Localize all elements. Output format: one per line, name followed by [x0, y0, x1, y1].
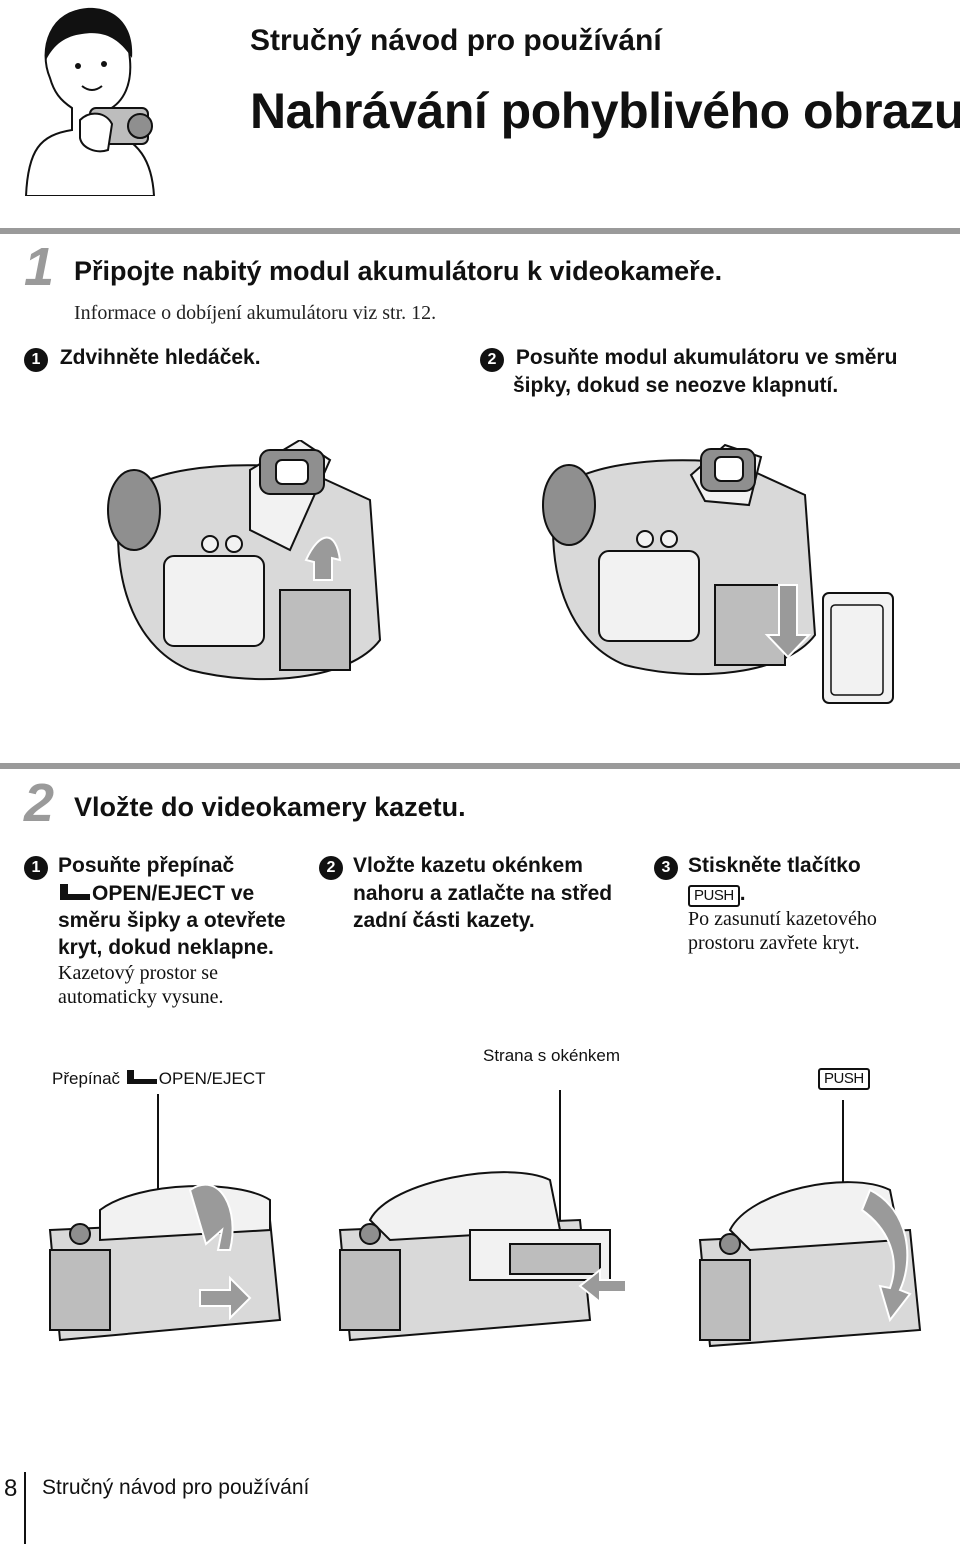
callout-text: OPEN/EJECT [158, 1069, 266, 1088]
camcorder-insert-cassette-illustration [338, 1171, 627, 1342]
callout-push: PUSH [818, 1068, 870, 1090]
substep-3: 3 Stiskněte tlačítko PUSH. Po zasunutí ka… [654, 852, 954, 955]
push-button-label: PUSH [688, 885, 740, 907]
substep-text: kryt, dokud neklapne. [58, 936, 274, 959]
substep-1: 1 Posuňte přepínač OPEN/EJECT ve směru ši… [24, 852, 314, 1009]
person-with-camcorder-illustration [24, 7, 156, 196]
open-eject-symbol-icon [60, 884, 90, 900]
section-rule [0, 763, 960, 769]
substep-note: Po zasunutí kazetového [688, 908, 877, 930]
substep-text: nahoru a zatlačte na střed [353, 882, 613, 905]
substep-text: Vložte kazetu okénkem [353, 854, 583, 877]
substep-text: Zdvihněte hledáček. [59, 346, 261, 369]
page-number: 8 [4, 1475, 18, 1502]
substep-text: Posuňte přepínač [58, 854, 235, 877]
page-title: Nahrávání pohyblivého obrazu [250, 83, 960, 139]
camcorder-battery-illustration [542, 443, 894, 704]
substep-2: 2 Posuňte modul akumulátoru ve směru [480, 344, 897, 372]
camcorder-close-cover-illustration [698, 1181, 922, 1348]
substep-2: 2 Vložte kazetu okénkem nahoru a zatlačte… [319, 852, 639, 934]
substep-note: Kazetový prostor se [58, 962, 218, 984]
period: . [739, 882, 746, 905]
step-heading: Vložte do videokamery kazetu. [74, 792, 466, 822]
step-heading: Připojte nabitý modul akumulátoru k vide… [74, 256, 723, 286]
substep-note: prostoru zavřete kryt. [688, 932, 860, 954]
substep-marker: 2 [480, 348, 504, 372]
camcorder-open-cover-illustration [48, 1183, 282, 1342]
footer-text: Stručný návod pro používání [42, 1476, 310, 1499]
callout-open-eject: Přepínač OPEN/EJECT [52, 1068, 266, 1089]
section-rule [0, 228, 960, 234]
step-note: Informace o dobíjení akumulátoru viz str… [74, 302, 437, 324]
camcorder-viewfinder-illustration [107, 440, 382, 681]
substep-text-cont: šipky, dokud se neozve klapnutí. [513, 374, 839, 397]
substep-marker: 1 [24, 348, 48, 372]
callout-window-side: Strana s okénkem [483, 1046, 621, 1065]
push-button-label: PUSH [818, 1068, 870, 1090]
substep-marker: 1 [24, 856, 48, 880]
section-kicker: Stručný návod pro používání [250, 24, 662, 57]
substep-text: směru šipky a otevřete [58, 909, 286, 932]
substep-text: zadní části kazety. [353, 909, 535, 932]
step-number: 2 [24, 773, 55, 833]
substep-text: Posuňte modul akumulátoru ve směru [515, 346, 898, 369]
substep-marker: 2 [319, 856, 343, 880]
footer-divider [24, 1472, 26, 1544]
callout-text: Přepínač [52, 1069, 121, 1088]
substep-note: automaticky vysune. [58, 986, 224, 1008]
open-eject-symbol-icon [126, 1070, 157, 1084]
step-number: 1 [24, 237, 55, 297]
substep-text: Stiskněte tlačítko [688, 854, 861, 877]
substep-text: OPEN/EJECT ve [92, 882, 255, 905]
substep-1: 1 Zdvihněte hledáček. [24, 344, 261, 372]
substep-marker: 3 [654, 856, 678, 880]
